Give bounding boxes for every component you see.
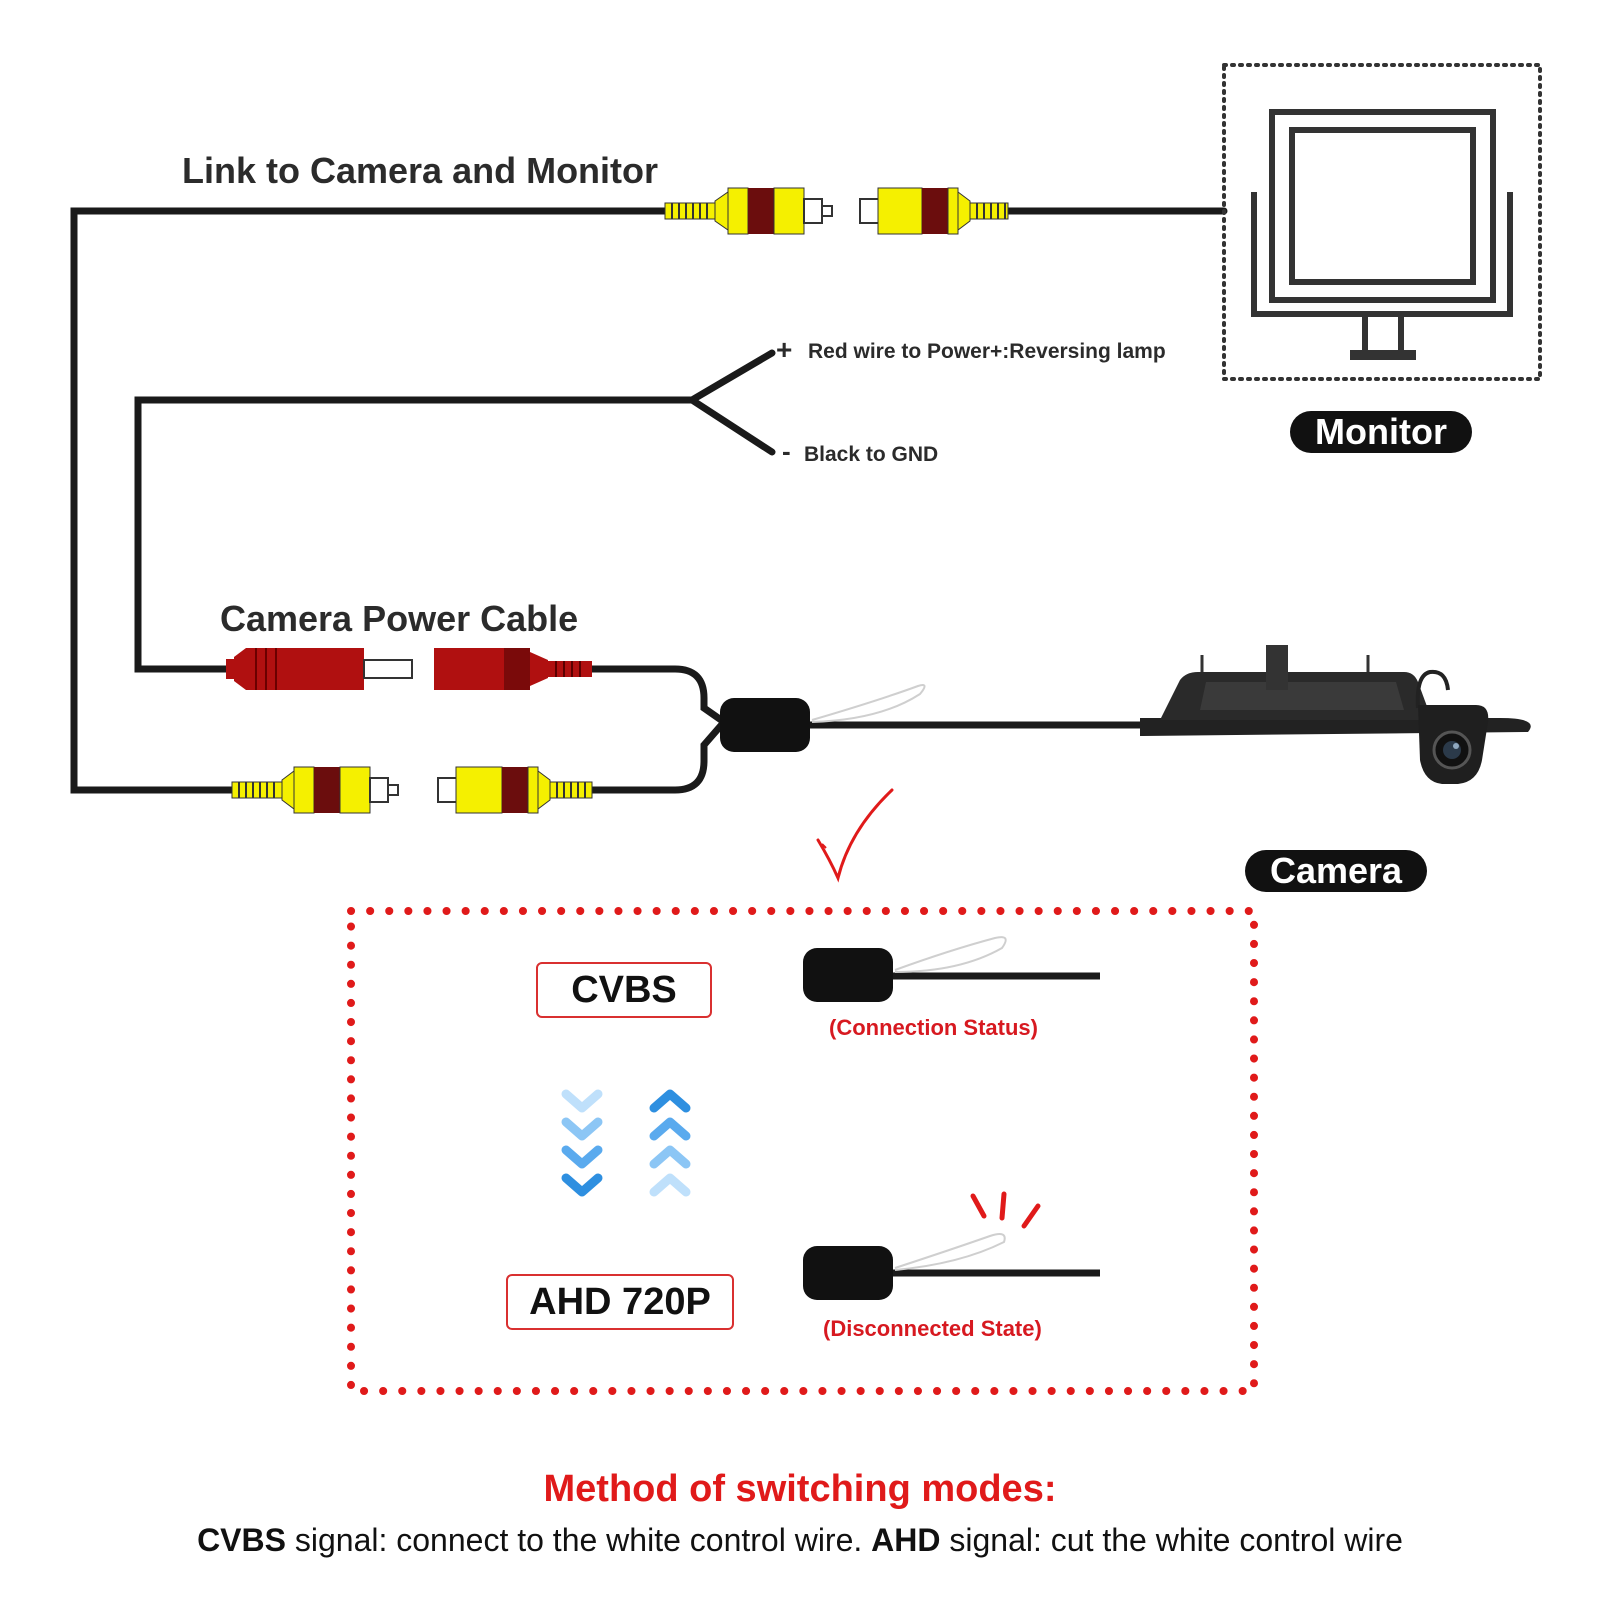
rca-bottom-female: [437, 766, 593, 814]
camera-label: Camera: [1245, 850, 1427, 892]
white-control-wire: [811, 684, 926, 723]
reverse-camera-icon: [1140, 645, 1531, 784]
ahd-status: (Disconnected State): [823, 1316, 1042, 1341]
monitor-icon: [1222, 63, 1542, 381]
video-to-box: [588, 718, 728, 794]
split-black: [688, 396, 776, 456]
power-connector-male: [226, 648, 413, 690]
ahd-term: AHD: [871, 1522, 941, 1558]
cvbs-term: CVBS: [197, 1522, 286, 1558]
cvbs-instruction: signal: connect to the white control wir…: [285, 1522, 872, 1558]
cvbs-state-illustration: [803, 936, 1100, 1002]
split-red: [688, 349, 776, 404]
rca-top-male: [664, 187, 833, 235]
video-wire-top: [70, 207, 669, 794]
checkmark-icon: [816, 788, 894, 883]
power-connector-female: [434, 648, 592, 690]
ahd-instruction: signal: cut the white control wire: [940, 1522, 1403, 1558]
red-wire-label: Red wire to Power+:Reversing lamp: [808, 340, 1166, 363]
power-wire: [134, 396, 696, 673]
black-wire-label: Black to GND: [804, 443, 939, 466]
link-title: Link to Camera and Monitor: [182, 150, 659, 191]
monitor-label: Monitor: [1290, 411, 1472, 453]
plus-sign: +: [776, 334, 793, 365]
ahd-mode-label: AHD 720P: [506, 1274, 734, 1330]
cvbs-mode-label: CVBS: [536, 962, 712, 1018]
ahd-state-illustration: [803, 1191, 1100, 1300]
control-box: [720, 698, 810, 752]
power-cable-title: Camera Power Cable: [220, 598, 579, 639]
chevron-down-icon: [561, 1089, 603, 1197]
method-title: Method of switching modes:: [543, 1468, 1057, 1510]
power-to-box: [588, 665, 728, 726]
minus-sign: -: [782, 436, 791, 466]
cut-spark-icon: [970, 1191, 1041, 1229]
chevron-up-icon: [649, 1089, 691, 1197]
method-description: CVBS signal: connect to the white contro…: [0, 1522, 1600, 1559]
rca-bottom-male: [231, 766, 399, 814]
mode-frame: [347, 907, 1258, 1395]
cvbs-status: (Connection Status): [829, 1015, 1038, 1040]
wires: [70, 207, 1228, 794]
rca-top-female: [859, 187, 1009, 235]
